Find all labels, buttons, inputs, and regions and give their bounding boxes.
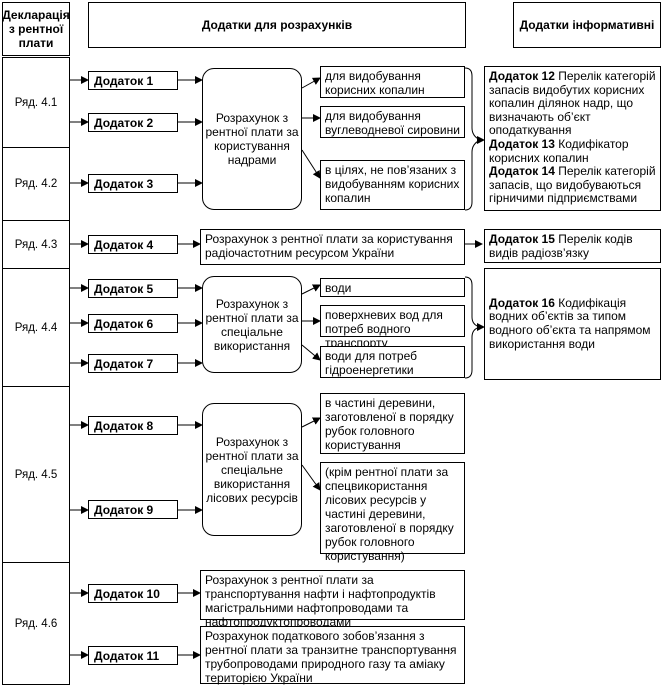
header-declaration: Декларація з рентної плати <box>2 2 70 56</box>
info-16-text: Кодифікація водних об’єктів за типом вод… <box>489 295 651 351</box>
info-15-label: Додаток 15 <box>489 232 555 246</box>
info-12-label: Додаток 12 <box>489 69 555 83</box>
desc-hydrocarbon: для видобування вуглеводневої сировини <box>320 106 465 138</box>
dodatok-2: Додаток 2 <box>88 113 178 132</box>
dodatok-6: Додаток 6 <box>88 314 178 333</box>
desc-water: води <box>320 278 465 297</box>
calc-oil-transport: Розрахунок з рентної плати за транспорту… <box>200 570 465 629</box>
desc-timber-main-felling: в частині деревини, заготовленої в поряд… <box>320 393 465 454</box>
row-4-5: Ряд. 4.5 <box>2 386 70 563</box>
row-4-2: Ряд. 4.2 <box>2 147 70 221</box>
desc-forest-except: (крім рентної плати за спецвикористання … <box>320 462 465 563</box>
row-4-6: Ряд. 4.6 <box>2 562 70 685</box>
info-12-text: Перелік категорій запасів видобутих кори… <box>489 69 656 138</box>
dodatok-9: Додаток 9 <box>88 500 178 519</box>
dodatok-10: Додаток 10 <box>88 584 178 603</box>
dodatok-3: Додаток 3 <box>88 174 178 193</box>
header-calc-appendices: Додатки для розрахунків <box>88 2 466 48</box>
dodatok-4: Додаток 4 <box>88 235 178 254</box>
info-14-label: Додаток 14 <box>489 164 555 179</box>
dodatok-11: Додаток 11 <box>88 646 178 665</box>
info-16-label: Додаток 16 <box>489 295 555 310</box>
info-15-text: Перелік кодів видів радіозв’язку <box>489 232 633 260</box>
desc-non-mining: в цілях, не пов’язаних з видобуванням ко… <box>320 160 465 210</box>
info-13-text: Кодифікатор корисних копалин <box>489 136 629 165</box>
desc-mineral-extraction: для видобування корисних копалин <box>320 66 465 98</box>
info-14-text: Перелік категорій запасів, що видобувают… <box>489 164 656 206</box>
calc-radio: Розрахунок з рентної плати за користуван… <box>200 229 465 265</box>
calc-subsoil: Розрахунок з рентної плати за користуван… <box>202 68 302 210</box>
calc-water: Розрахунок з рентної плати за спеціальне… <box>202 276 302 373</box>
calc-gas-transit: Розрахунок податкового зобов’язання з ре… <box>200 626 465 685</box>
info-appendix-16: Додаток 16 Кодифікація водних об’єктів з… <box>484 268 661 380</box>
row-4-3: Ряд. 4.3 <box>2 220 70 269</box>
info-appendix-15: Додаток 15 Перелік кодів видів радіозв’я… <box>484 229 661 263</box>
header-info-appendices: Додатки інформативні <box>513 2 661 48</box>
dodatok-7: Додаток 7 <box>88 354 178 373</box>
dodatok-8: Додаток 8 <box>88 416 178 435</box>
dodatok-1: Додаток 1 <box>88 71 178 90</box>
desc-water-hydro: води для потреб гідроенергетики <box>320 346 465 378</box>
row-4-4: Ряд. 4.4 <box>2 268 70 387</box>
info-13-label: Додаток 13 <box>489 136 555 151</box>
row-4-1: Ряд. 4.1 <box>2 57 70 148</box>
dodatok-5: Додаток 5 <box>88 279 178 298</box>
desc-surface-water-transport: поверхневих вод для потреб водного транс… <box>320 305 465 350</box>
calc-forest: Розрахунок з рентної плати за спеціальне… <box>202 403 302 536</box>
info-appendices-12-14: Додаток 12 Перелік категорій запасів вид… <box>484 66 661 211</box>
